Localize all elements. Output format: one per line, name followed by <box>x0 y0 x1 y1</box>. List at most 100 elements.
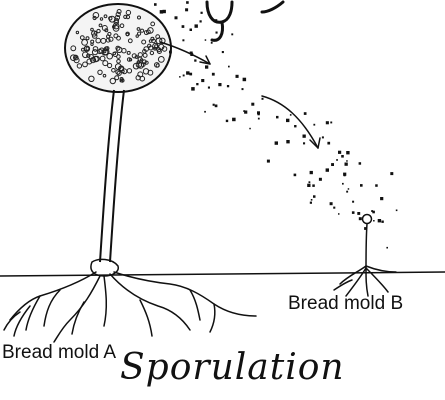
spore-dot <box>196 83 198 85</box>
spore-dot <box>319 178 322 181</box>
spore-dot <box>257 111 260 114</box>
dispersal-arrows <box>160 42 320 148</box>
spore-dot <box>232 118 236 122</box>
spore-dot <box>330 202 333 205</box>
spore-dot <box>211 42 213 44</box>
spore-dot <box>182 25 185 28</box>
spore-dot <box>343 173 346 176</box>
spore-dot <box>359 217 362 220</box>
spore-dot <box>326 121 329 124</box>
spore-dot <box>175 16 178 19</box>
spore-dot <box>396 210 398 212</box>
spore-dot <box>360 184 363 187</box>
spore-dot <box>333 207 335 209</box>
spore-dot <box>216 32 218 34</box>
spore-dot <box>357 212 360 215</box>
spore-dot <box>294 174 297 177</box>
spore-dot <box>381 221 383 223</box>
spore-dot <box>205 65 208 68</box>
spore-dot <box>312 184 315 187</box>
ground-line <box>0 272 445 276</box>
spore-dot <box>183 75 185 77</box>
spore-dot <box>204 111 206 113</box>
spore-dot <box>276 116 279 119</box>
stalk-a <box>100 90 124 262</box>
spore-dot <box>378 219 381 222</box>
spore-dot <box>194 59 196 61</box>
spore-dot <box>212 73 215 76</box>
spore-dot <box>294 125 296 127</box>
spore-dot <box>303 135 306 138</box>
spore-dot <box>201 12 203 14</box>
spore-dot <box>275 141 278 144</box>
spore-dot <box>346 151 349 154</box>
diagram-title-sporulation: Sporulation <box>120 350 345 386</box>
spore-dot <box>215 19 217 21</box>
spore-dot <box>200 20 202 22</box>
spore-dot <box>352 201 354 203</box>
spore-dot <box>359 162 362 165</box>
spore-dot <box>169 51 172 54</box>
spore-dot <box>286 140 289 143</box>
spore-dot <box>186 1 189 4</box>
label-bread-mold-b: Bread mold B <box>288 294 403 313</box>
spore-dot <box>267 160 270 163</box>
spore-dot <box>190 29 193 32</box>
spore-dot <box>375 184 378 187</box>
spore-dot <box>190 53 193 56</box>
spore-dot <box>346 160 348 162</box>
spore-dot <box>311 199 313 201</box>
spore-dot <box>326 168 329 171</box>
spore-dot <box>342 183 344 185</box>
label-bread-mold-a: Bread mold A <box>2 343 116 362</box>
top-handwriting-fragment <box>207 2 283 40</box>
spore-dot <box>380 197 383 200</box>
spore-dot <box>345 163 348 166</box>
spore-dot <box>205 39 207 41</box>
spore-dot <box>372 211 375 214</box>
spore-dot <box>213 104 215 106</box>
spore-dot <box>195 24 198 27</box>
spore-dot <box>290 114 292 116</box>
spore-dot <box>313 124 315 126</box>
spore-dot <box>304 112 307 115</box>
scattered-spores <box>154 0 397 249</box>
spore-dot <box>373 220 375 222</box>
spore-dot <box>338 213 340 215</box>
spore-dot <box>338 151 341 154</box>
spore-dot <box>208 87 210 89</box>
spore-dot <box>201 79 204 82</box>
spore-dot <box>386 247 388 249</box>
spore-dot <box>227 85 229 87</box>
spore-dot <box>364 227 367 230</box>
spore-dot <box>390 172 393 175</box>
spore-dot <box>236 75 239 78</box>
spore-dot <box>226 120 228 122</box>
spore-dot <box>341 155 344 158</box>
spore-dot <box>249 128 251 130</box>
spore-dot <box>215 105 218 108</box>
spore-dot <box>286 119 289 122</box>
spore-dot <box>303 142 305 144</box>
spore-dot <box>228 66 230 68</box>
spore-dot <box>179 76 181 78</box>
spore-dot <box>310 202 312 204</box>
spore-dot <box>327 142 330 145</box>
spore-dot <box>182 39 184 41</box>
spore-dot <box>258 118 260 120</box>
spore-dot <box>189 73 192 76</box>
spore-dot <box>251 103 254 106</box>
mold-b-plant <box>334 215 396 297</box>
spore-dot <box>310 171 313 174</box>
spore-dot <box>262 98 264 100</box>
spore-dot <box>186 71 189 74</box>
spore-dot <box>154 3 157 6</box>
spore-dot <box>218 83 221 86</box>
spore-dot <box>352 211 355 214</box>
spore-dot <box>185 8 188 11</box>
spore-dot <box>346 191 348 193</box>
spore-dot <box>231 33 233 35</box>
spore-dot <box>242 88 244 90</box>
